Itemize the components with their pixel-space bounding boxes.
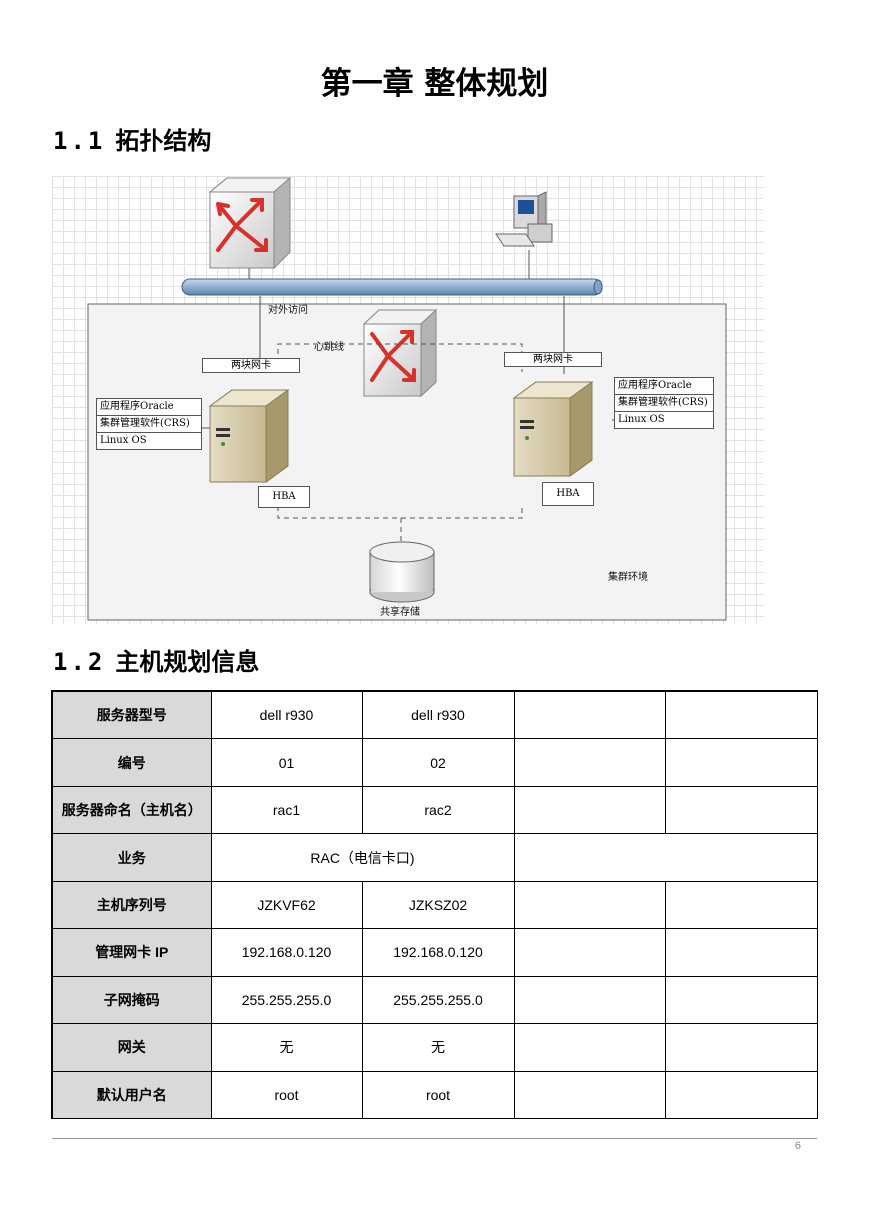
network-bus (181, 278, 603, 296)
table-cell (664, 1070, 818, 1119)
router-icon (208, 176, 292, 270)
table-cell: root (210, 1070, 363, 1119)
topology-drawing (87, 176, 727, 621)
table-cell-merged: RAC（电信卡口) (210, 833, 515, 882)
table-cell (664, 975, 818, 1025)
table-cell (664, 1023, 818, 1072)
stack-item: 应用程序Oracle (615, 378, 713, 395)
section-number: 1.2 (53, 648, 106, 676)
row-label: 编号 (51, 738, 212, 787)
table-row: 默认用户名 root root (51, 1070, 818, 1119)
table-cell (513, 738, 666, 787)
row-label: 主机序列号 (51, 880, 212, 930)
table-row: 主机序列号 JZKVF62 JZKSZ02 (51, 880, 818, 930)
topology-diagram: 对外访问 心跳线 集群环境 共享存储 两块网卡 两块网卡 HBA HBA 应用程… (52, 176, 764, 624)
row-label: 管理网卡 IP (51, 928, 212, 977)
host-planning-table: 服务器型号 dell r930 dell r930 编号 01 02 服务器命名… (51, 690, 818, 1119)
table-cell: JZKVF62 (210, 880, 363, 930)
table-cell: rac2 (361, 785, 515, 835)
stack-item: 集群管理软件(CRS) (97, 416, 201, 433)
heartbeat-switch-icon (362, 308, 438, 398)
section-heading-topology: 1.1 拓扑结构 (53, 124, 211, 158)
section-title-text: 拓扑结构 (115, 127, 212, 155)
table-cell: rac1 (210, 785, 363, 835)
row-label: 默认用户名 (51, 1070, 212, 1119)
table-cell (664, 880, 818, 930)
table-cell: root (361, 1070, 515, 1119)
table-cell: 无 (210, 1023, 363, 1072)
table-cell: dell r930 (361, 690, 515, 740)
stack-item: 应用程序Oracle (97, 399, 201, 416)
table-cell-merged (513, 833, 818, 882)
stack-item: 集群管理软件(CRS) (615, 395, 713, 412)
nic-left-label: 两块网卡 (202, 358, 300, 373)
table-cell: 02 (361, 738, 515, 787)
table-cell (513, 880, 666, 930)
stack-item: Linux OS (618, 414, 665, 425)
software-stack-right: 应用程序Oracle 集群管理软件(CRS) Linux OS (614, 377, 714, 429)
table-cell (664, 928, 818, 977)
table-cell (664, 785, 818, 835)
hba-right-label: HBA (542, 482, 594, 506)
section-title-text: 主机规划信息 (115, 648, 260, 676)
row-label: 服务器命名（主机名） (51, 785, 212, 835)
external-access-label: 对外访问 (268, 305, 308, 316)
page-number: 6 (794, 1140, 801, 1152)
table-cell (664, 690, 818, 740)
table-cell (513, 1023, 666, 1072)
software-stack-left: 应用程序Oracle 集群管理软件(CRS) Linux OS (96, 398, 202, 450)
section-heading-host-planning: 1.2 主机规划信息 (53, 645, 259, 679)
section-number: 1.1 (53, 127, 106, 155)
table-cell: 192.168.0.120 (361, 928, 515, 977)
table-cell: JZKSZ02 (361, 880, 515, 930)
table-cell (513, 928, 666, 977)
table-row: 业务 RAC（电信卡口) (51, 833, 818, 882)
chapter-title: 第一章 整体规划 (320, 66, 549, 102)
cluster-env-label: 集群环境 (608, 572, 648, 583)
table-cell (513, 1070, 666, 1119)
heartbeat-label: 心跳线 (314, 342, 344, 353)
nic-right-label: 两块网卡 (504, 352, 602, 367)
table-cell: 01 (210, 738, 363, 787)
computer-icon (495, 191, 553, 247)
table-cell: 255.255.255.0 (210, 975, 363, 1025)
table-cell: 无 (361, 1023, 515, 1072)
hba-left-label: HBA (258, 486, 310, 508)
table-cell (664, 738, 818, 787)
row-label: 服务器型号 (51, 690, 212, 740)
table-row: 网关 无 无 (51, 1023, 818, 1072)
row-label: 网关 (51, 1023, 212, 1072)
table-cell (513, 785, 666, 835)
table-row: 管理网卡 IP 192.168.0.120 192.168.0.120 (51, 928, 818, 977)
table-row: 服务器命名（主机名） rac1 rac2 (51, 785, 818, 835)
table-row: 编号 01 02 (51, 738, 818, 787)
shared-storage-icon (369, 541, 435, 603)
table-cell (513, 975, 666, 1025)
footer-divider (52, 1138, 817, 1139)
shared-storage-label: 共享存储 (380, 607, 420, 618)
table-cell (513, 690, 666, 740)
table-row: 子网掩码 255.255.255.0 255.255.255.0 (51, 975, 818, 1025)
server-right-icon (512, 381, 594, 477)
stack-item: Linux OS (100, 435, 147, 446)
server-left-icon (208, 389, 290, 483)
table-cell: 255.255.255.0 (361, 975, 515, 1025)
row-label: 子网掩码 (51, 975, 212, 1025)
row-label: 业务 (51, 833, 212, 882)
table-cell: 192.168.0.120 (210, 928, 363, 977)
table-row: 服务器型号 dell r930 dell r930 (51, 690, 818, 740)
table-cell: dell r930 (210, 690, 363, 740)
